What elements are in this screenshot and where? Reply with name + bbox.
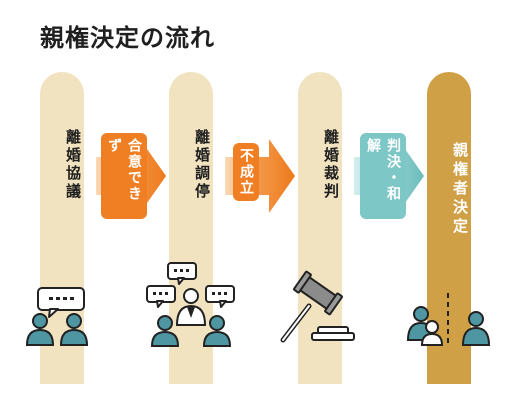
parent-child-icon [406,293,491,346]
arrow-judgment-settlement: 判決・和解 [354,133,424,219]
mediation-people-icon [146,262,235,347]
step-label-mediation: 離婚調停 [193,129,211,201]
mediator-icon [175,288,207,326]
arrow-label-no-agreement: 合意できず [101,133,147,219]
person-icon [59,313,89,346]
arrow-label-judgment-settlement: 判決・和解 [360,133,406,219]
gavel-icon [280,270,355,343]
child-icon [420,320,444,346]
step-column-mediation: 離婚調停 [169,72,213,384]
page-title: 親権決定の流れ [40,24,215,52]
step-label-trial: 離婚裁判 [322,129,340,201]
speech-bubble-icon [167,262,197,285]
arrow-no-agreement: 合意できず [96,133,166,219]
step-label-negotiation: 離婚協議 [64,129,82,201]
person-icon [461,311,491,346]
person-icon [25,313,55,346]
speech-bubble-icon [205,285,235,308]
speech-bubble-icon [146,285,176,308]
speech-bubble-icon [37,287,85,318]
arrow-label-not-established: 不成立 [233,143,259,201]
arrow-not-established: 不成立 [225,133,295,219]
person-icon [150,315,180,347]
negotiation-people-icon [25,287,89,346]
person-icon [202,315,232,347]
step-label-custody-decision: 親権者決定 [451,142,469,237]
